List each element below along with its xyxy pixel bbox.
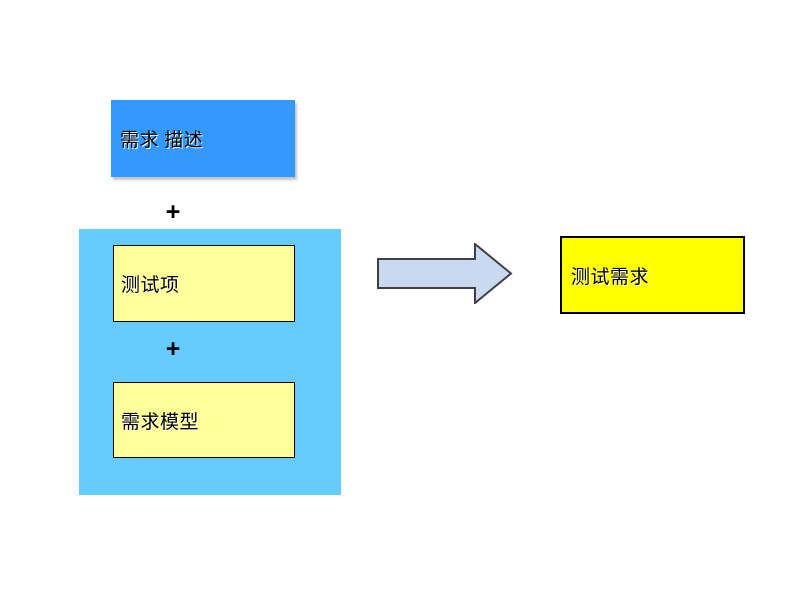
requirement-description-label: 需求 描述 bbox=[120, 130, 204, 151]
test-requirement-label: 测试需求 bbox=[571, 266, 650, 288]
test-requirement-box[interactable]: 测试需求 bbox=[560, 236, 745, 314]
right-block-arrow-shape bbox=[377, 243, 513, 304]
plus-operator-inner[interactable]: + bbox=[165, 334, 181, 363]
requirement-description-box[interactable]: 需求 描述 bbox=[111, 100, 295, 177]
plus-operator-top[interactable]: + bbox=[165, 197, 181, 226]
requirement-model-box[interactable]: 需求模型 bbox=[113, 382, 295, 458]
requirement-model-label: 需求模型 bbox=[121, 411, 200, 433]
test-item-label: 测试项 bbox=[121, 275, 180, 296]
right-block-arrow-icon[interactable] bbox=[377, 243, 513, 304]
test-item-box[interactable]: 测试项 bbox=[113, 245, 295, 322]
